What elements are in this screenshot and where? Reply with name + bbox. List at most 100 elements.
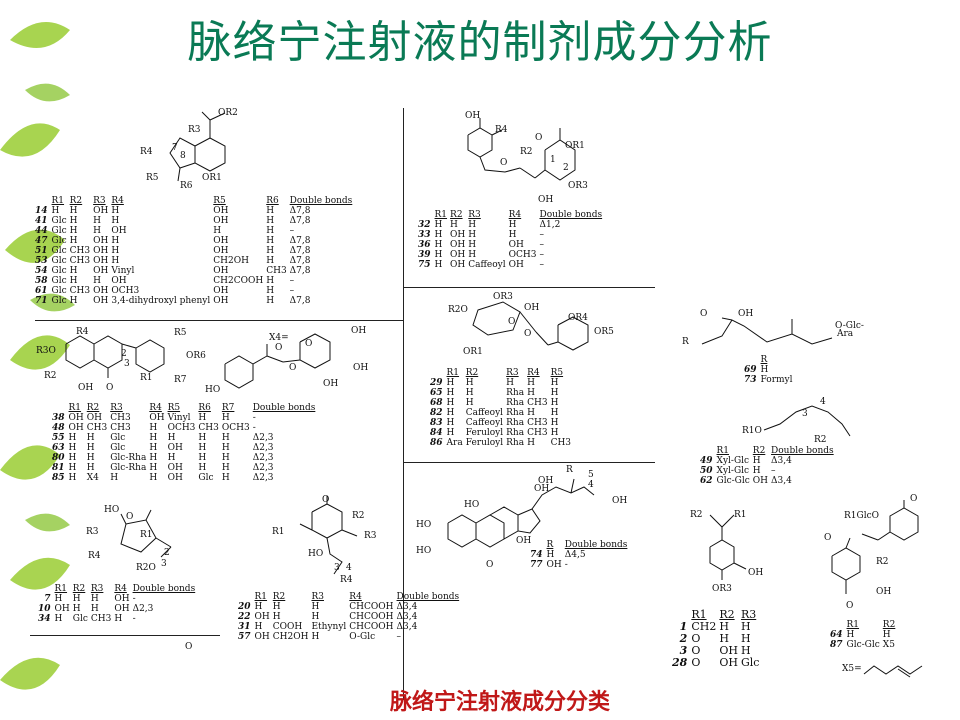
- svg-text:OH: OH: [538, 195, 553, 205]
- page-caption: 脉络宁注射液成分分类: [389, 690, 610, 715]
- svg-text:HO: HO: [416, 520, 431, 530]
- svg-text:R4: R4: [76, 327, 89, 337]
- svg-text:O: O: [500, 158, 507, 168]
- svg-text:O: O: [535, 133, 542, 143]
- svg-text:R1: R1: [140, 530, 153, 540]
- svg-text:OH: OH: [516, 536, 531, 546]
- cyclopentane-structure: HO O R3 R1 R4 R2O 2 3: [86, 505, 172, 573]
- svg-text:R: R: [566, 465, 573, 475]
- svg-text:OH: OH: [78, 383, 93, 393]
- x5-substituent-structure: [863, 665, 923, 678]
- svg-text:2: 2: [563, 163, 569, 173]
- svg-text:O: O: [700, 309, 707, 319]
- svg-text:OH: OH: [612, 496, 627, 506]
- divider-left-horizontal: [35, 320, 403, 321]
- svg-text:OH: OH: [748, 568, 763, 578]
- page-title: 脉络宁注射液的制剂成分分析: [187, 17, 773, 68]
- svg-text:O: O: [126, 512, 133, 522]
- svg-text:OH: OH: [738, 309, 753, 319]
- pyranone-structure: R1GlcO O O R2 OH O: [824, 494, 919, 611]
- svg-text:O: O: [910, 494, 917, 504]
- svg-text:R1GlcO: R1GlcO: [844, 511, 879, 521]
- cyclopentane-footer: O: [185, 642, 193, 652]
- svg-text:OR6: OR6: [186, 351, 206, 361]
- svg-text:R1: R1: [140, 373, 153, 383]
- svg-text:HO: HO: [205, 385, 220, 395]
- svg-text:OH: OH: [524, 303, 539, 313]
- svg-text:OR5: OR5: [594, 327, 614, 337]
- svg-text:HO: HO: [308, 549, 323, 559]
- svg-text:OR3: OR3: [712, 584, 732, 594]
- svg-text:HO: HO: [104, 505, 119, 515]
- svg-text:OR1: OR1: [463, 347, 483, 357]
- svg-text:OH: OH: [538, 476, 553, 486]
- iridoid-structure: OR2 R3 R4 7 8 R5 R6 OR1: [140, 108, 238, 191]
- svg-text:X4=: X4=: [269, 333, 289, 343]
- svg-text:3: 3: [161, 559, 167, 569]
- ether-49-structure: 4 3 R1O R2: [742, 397, 851, 445]
- svg-text:R1O: R1O: [742, 426, 762, 436]
- divider-vertical: [403, 108, 404, 700]
- svg-text:O: O: [289, 363, 296, 373]
- svg-text:OH: OH: [323, 379, 338, 389]
- svg-text:O: O: [305, 339, 312, 349]
- svg-text:R6: R6: [180, 181, 193, 191]
- svg-text:OR4: OR4: [568, 313, 588, 323]
- svg-text:4: 4: [346, 563, 352, 573]
- svg-text:OH: OH: [876, 587, 891, 597]
- svg-text:R2: R2: [520, 147, 533, 157]
- svg-text:OR1: OR1: [565, 141, 585, 151]
- svg-text:R5: R5: [174, 328, 187, 338]
- svg-text:R2: R2: [44, 371, 57, 381]
- svg-text:R7: R7: [174, 375, 187, 385]
- svg-text:R2: R2: [876, 557, 889, 567]
- svg-text:3: 3: [334, 563, 340, 573]
- quinic-ester-structure: OH R4 O OR1 R2 1 2 O OR3 OH: [465, 111, 588, 205]
- svg-text:7: 7: [172, 143, 178, 153]
- svg-text:3: 3: [124, 359, 130, 369]
- svg-text:4: 4: [820, 397, 826, 407]
- x5-label: X5=: [842, 664, 862, 674]
- acid-69-structure: O OH R O-Glc- Ara: [682, 309, 864, 347]
- svg-text:R4: R4: [140, 147, 153, 157]
- phenethyl-glycoside-structure: OR3 R2O OH O OR4 OR5 OR1 O: [448, 292, 614, 357]
